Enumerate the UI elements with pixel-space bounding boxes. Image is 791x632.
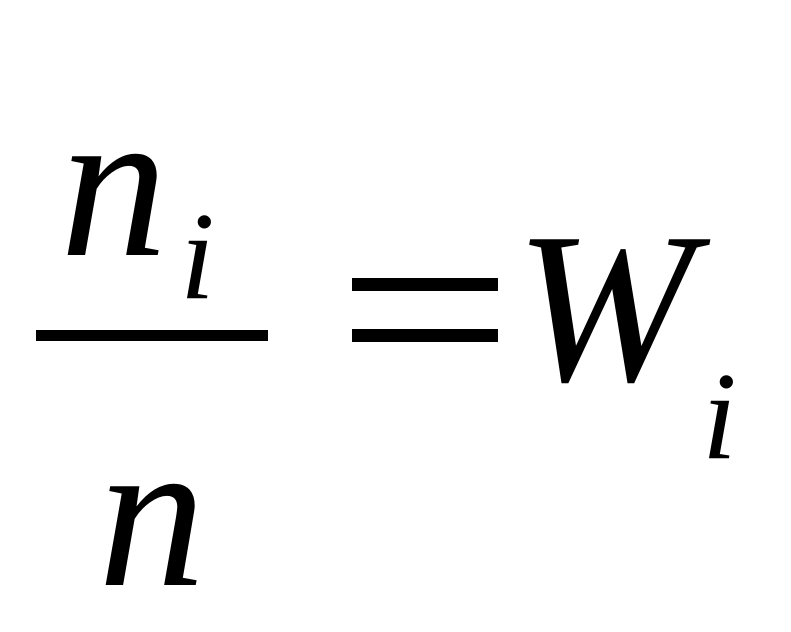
- denominator: n: [98, 393, 206, 632]
- rhs-subscript: i: [702, 348, 737, 486]
- numerator-subscript: i: [180, 188, 215, 326]
- fraction-bar: [36, 330, 268, 341]
- numerator: n: [60, 63, 168, 302]
- rhs-variable: W: [515, 188, 695, 427]
- equals-sign: [352, 278, 498, 380]
